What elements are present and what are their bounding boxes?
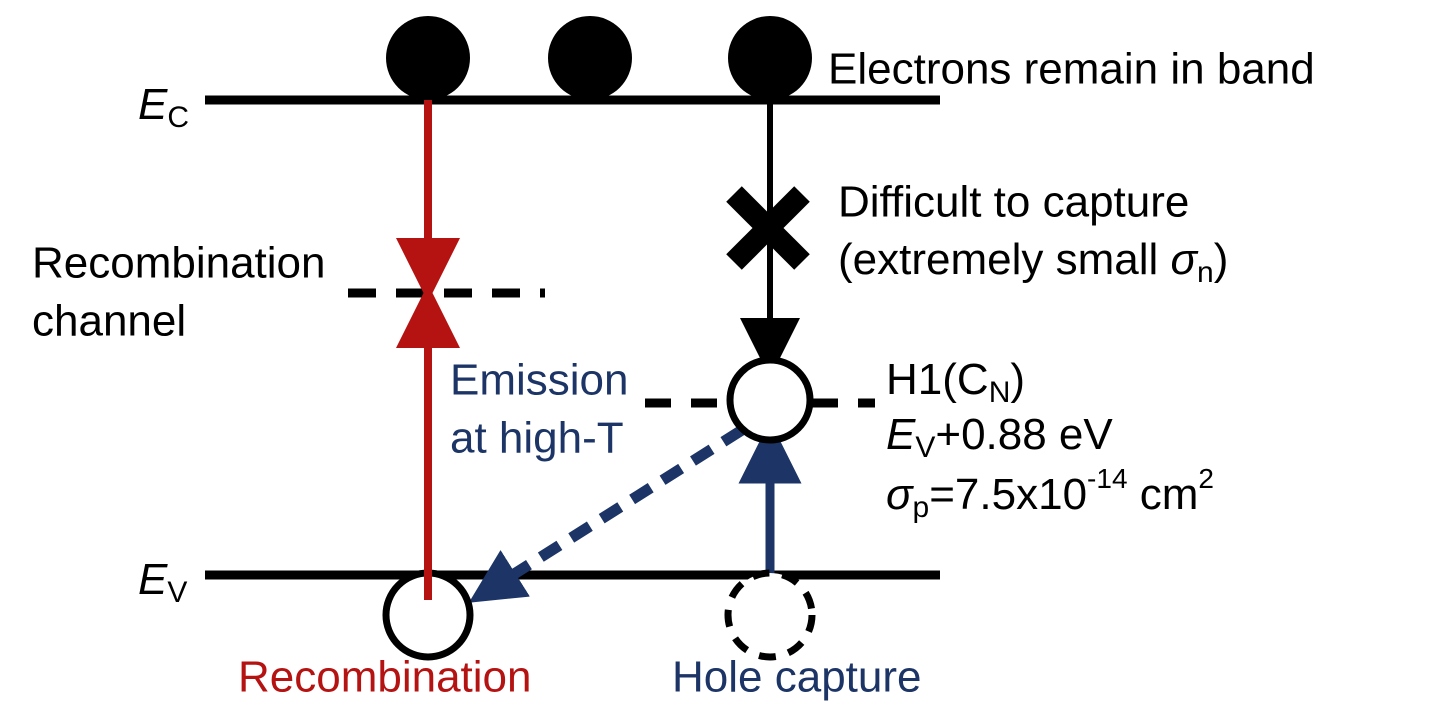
difficult-capture-label-line1: Difficult to capture (838, 178, 1189, 227)
electrons-remain-label: Electrons remain in band (828, 45, 1315, 94)
trap-cross-section-label: σp=7.5x10-14 cm2 (886, 463, 1214, 524)
recombination-bottom-label: Recombination (238, 653, 532, 702)
electron-particle (728, 16, 812, 100)
emission-label-line2: at high-T (450, 414, 624, 463)
trap-energy-label: EV+0.88 eV (886, 410, 1113, 464)
electron-particle (386, 16, 470, 100)
emission-label-line1: Emission (450, 356, 629, 405)
trap-name-label: H1(CN) (886, 355, 1025, 409)
hole-capture-bottom-label: Hole capture (672, 653, 921, 702)
recombination-channel-label-line1: Recombination (32, 239, 326, 288)
valence-hole-particle-dashed (724, 569, 816, 661)
emission-arrow (468, 425, 745, 603)
cross-out-icon (726, 186, 810, 270)
conduction-band-label: EC (138, 80, 189, 134)
trap-hole-particle (726, 356, 814, 444)
electron-particle (548, 16, 632, 100)
recombination-channel-label-line2: channel (32, 297, 186, 346)
valence-band-label: EV (138, 555, 187, 609)
difficult-capture-label-line2: (extremely small σn) (838, 235, 1228, 289)
